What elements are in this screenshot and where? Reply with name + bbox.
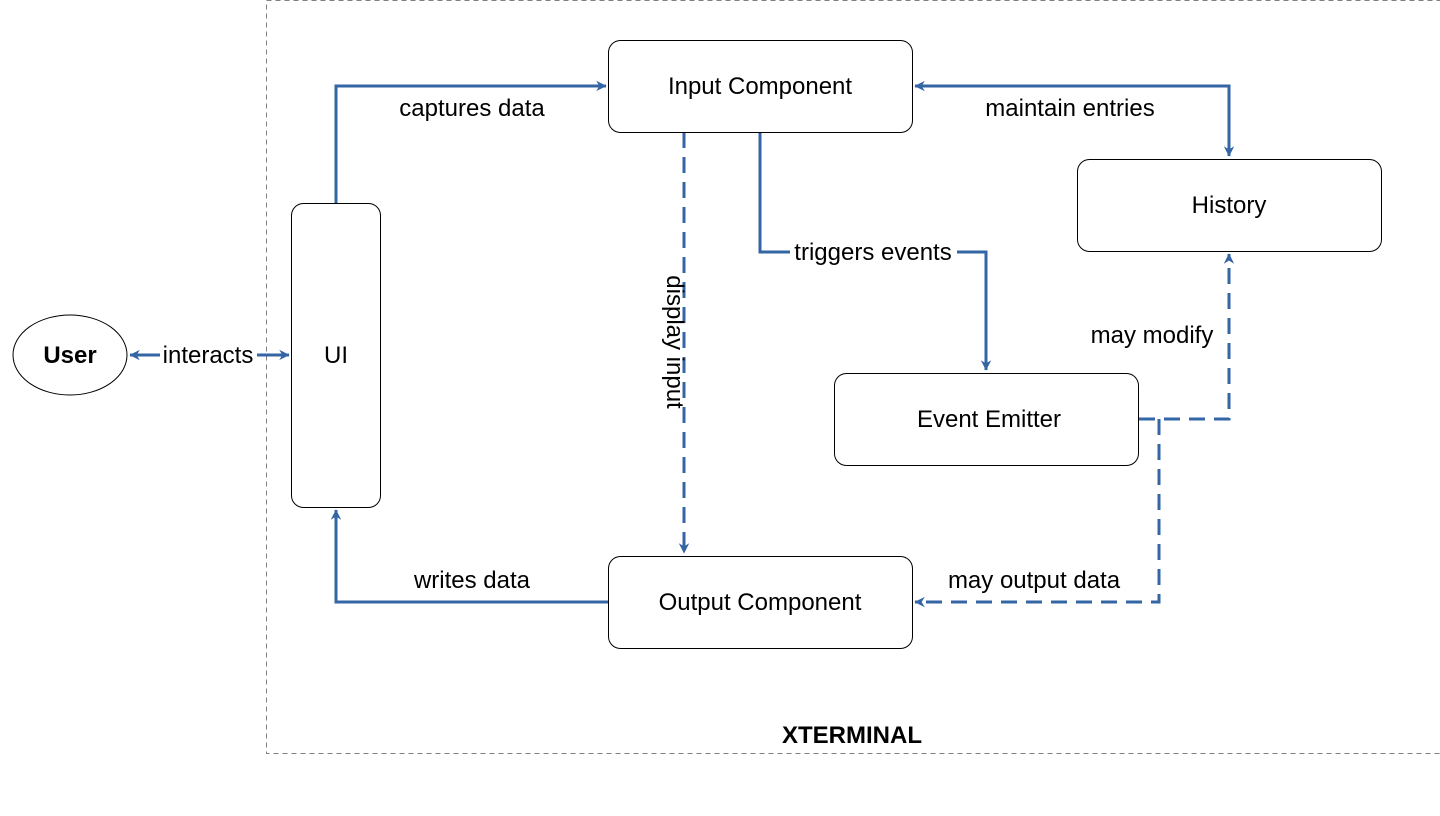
node-ui[interactable] bbox=[291, 203, 381, 508]
node-event-emitter[interactable] bbox=[834, 373, 1139, 466]
node-ui-label: UI bbox=[324, 342, 348, 369]
node-input-component[interactable] bbox=[608, 40, 913, 133]
xterminal-container bbox=[266, 0, 1440, 754]
node-output-component[interactable] bbox=[608, 556, 913, 649]
edge-label-may-modify: may modify bbox=[1091, 322, 1214, 349]
xterminal-label: XTERMINAL bbox=[782, 722, 922, 749]
edge-captures-data bbox=[334, 80, 607, 203]
edge-triggers-events-a bbox=[758, 132, 790, 254]
node-event-emitter-label: Event Emitter bbox=[917, 406, 1061, 433]
edge-may-modify bbox=[1139, 253, 1235, 421]
node-user-label: User bbox=[43, 342, 96, 369]
edge-label-writes-data: writes data bbox=[413, 567, 531, 594]
edge-label-maintain-entries: maintain entries bbox=[985, 95, 1154, 122]
edge-maintain-entries bbox=[914, 80, 1235, 157]
node-history[interactable] bbox=[1077, 159, 1382, 252]
node-output-component-label: Output Component bbox=[659, 589, 862, 616]
edge-writes-data bbox=[330, 509, 608, 604]
edge-may-output-data bbox=[914, 419, 1161, 608]
node-user[interactable] bbox=[12, 314, 128, 396]
edge-label-display-input: display input bbox=[661, 275, 688, 409]
edge-label-captures-data: captures data bbox=[399, 95, 545, 122]
node-input-component-label: Input Component bbox=[668, 73, 852, 100]
edge-label-may-output-data: may output data bbox=[948, 567, 1121, 594]
node-history-label: History bbox=[1192, 192, 1267, 219]
edge-triggers-events-b bbox=[957, 250, 992, 371]
edge-label-interacts: interacts bbox=[163, 342, 254, 369]
edge-label-triggers-events: triggers events bbox=[794, 239, 951, 266]
